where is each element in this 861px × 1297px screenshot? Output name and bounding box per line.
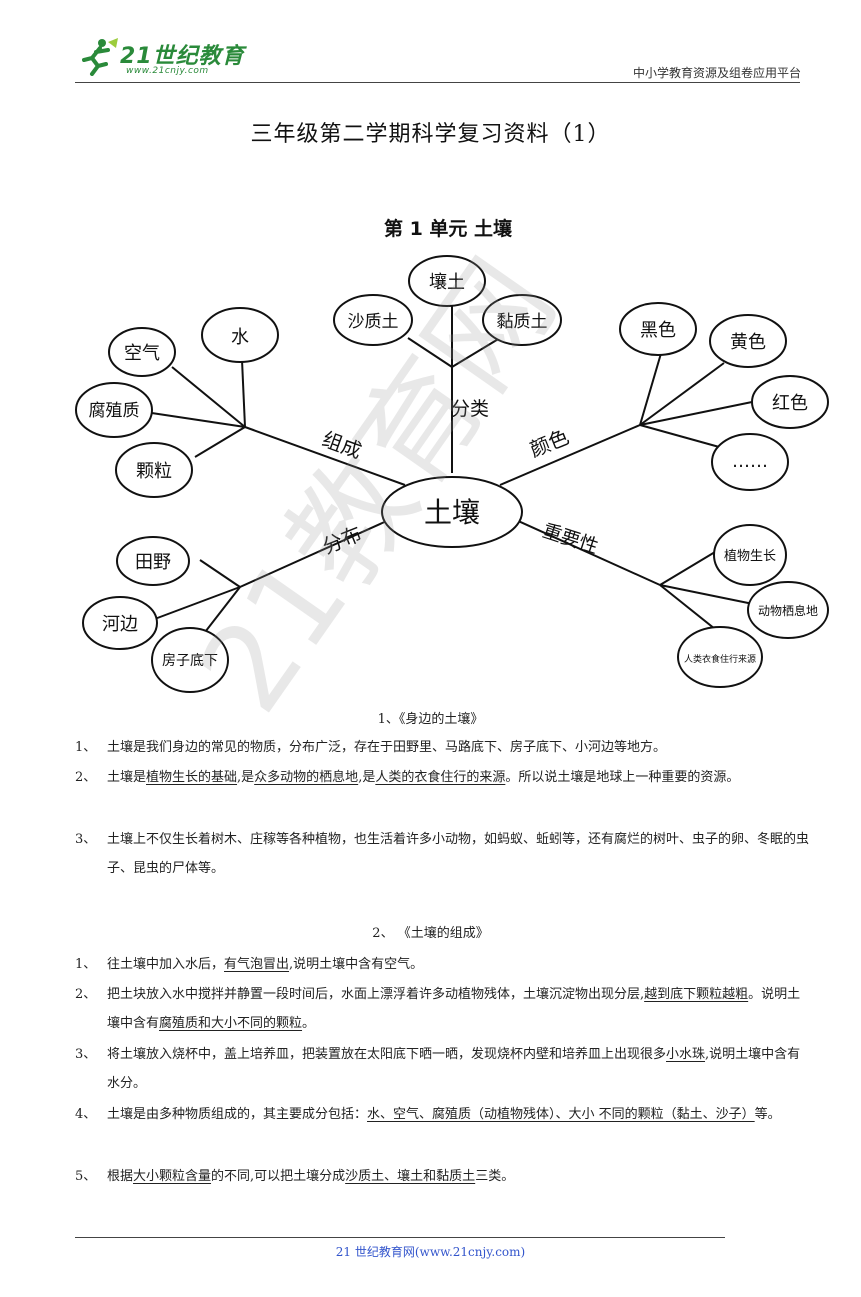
- node-fields: 田野: [135, 552, 171, 573]
- runner-icon: [82, 38, 118, 76]
- list-item: 2、 把土块放入水中搅拌并静置一段时间后，水面上漂浮着许多动植物残体，土壤沉淀物…: [75, 987, 801, 1031]
- node-water: 水: [231, 327, 249, 348]
- list-item: 5、 根据大小颗粒含量的不同,可以把土壤分成沙质土、壤土和黏质土三类。: [75, 1169, 515, 1184]
- soil-mind-map: 第 1 单元 土壤 土壤 组成 空气 水 腐殖质 颗粒 分类 壤土 沙质土 黏质…: [75, 217, 829, 693]
- list-item: 3、 土壤上不仅生长着树木、庄稼等各种植物，也生活着许多小动物，如蚂蚁、蚯蚓等，…: [75, 832, 810, 876]
- footer-divider: [75, 1237, 725, 1238]
- node-animal-habitat: 动物栖息地: [758, 603, 818, 618]
- node-yellow: 黄色: [730, 332, 766, 353]
- node-plant-growth: 植物生长: [724, 549, 776, 564]
- page-title: 三年级第二学期科学复习资料（1）: [250, 122, 611, 147]
- node-air: 空气: [124, 343, 160, 364]
- list-item: 2、 土壤是植物生长的基础,是众多动物的栖息地,是人类的衣食住行的来源。所以说土…: [75, 770, 740, 785]
- node-black: 黑色: [640, 320, 676, 341]
- node-riverside: 河边: [102, 614, 138, 635]
- unit-title: 第 1 单元 土壤: [384, 217, 513, 240]
- node-humus: 腐殖质: [89, 401, 140, 421]
- node-particles: 颗粒: [136, 461, 172, 482]
- center-node: 土壤: [424, 496, 480, 529]
- site-logo: 21世纪教育 www.21cnjy.com: [78, 36, 278, 80]
- branch-label-distribution: 分布: [319, 521, 365, 558]
- header-divider: [75, 82, 800, 83]
- node-sandy-soil: 沙质土: [348, 312, 399, 332]
- node-loam: 壤土: [429, 272, 465, 293]
- logo-url: www.21cnjy.com: [126, 66, 209, 76]
- footer-link[interactable]: 21 世纪教育网(www.21cnjy.com): [335, 1245, 526, 1259]
- list-item: 4、 土壤是由多种物质组成的，其主要成分包括：水、空气、腐殖质（动植物残体）、大…: [75, 1107, 781, 1122]
- branch-label-importance: 重要性: [540, 520, 601, 559]
- header-platform-text: 中小学教育资源及组卷应用平台: [632, 66, 801, 80]
- list-item: 1、 土壤是我们身边的常见的物质，分布广泛，存在于田野里、马路底下、房子底下、小…: [75, 740, 667, 755]
- node-under-houses: 房子底下: [162, 653, 218, 669]
- node-red: 红色: [772, 393, 808, 414]
- branch-label-composition: 组成: [319, 427, 365, 463]
- logo-text: 21世纪教育: [120, 44, 245, 69]
- section-title-2: 2、 《土壤的组成》: [372, 926, 489, 941]
- section-title-1: 1、《身边的土壤》: [377, 712, 484, 727]
- branch-label-classification: 分类: [451, 398, 489, 420]
- list-item: 3、 将土壤放入烧杯中，盖上培养皿，把装置放在太阳底下晒一晒，发现烧杯内壁和培养…: [75, 1047, 801, 1091]
- node-clay-soil: 黏质土: [497, 312, 548, 332]
- node-etc: ……: [732, 451, 768, 472]
- list-item: 1、 往土壤中加入水后，有气泡冒出,说明土壤中含有空气。: [75, 957, 424, 972]
- node-human-source: 人类衣食住行来源: [684, 653, 756, 665]
